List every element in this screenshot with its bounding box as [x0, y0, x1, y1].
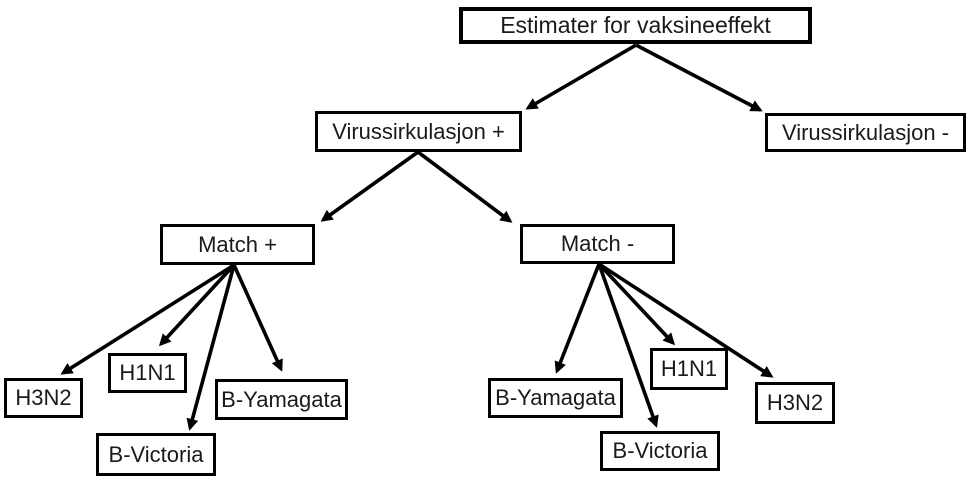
- edge-root-virus-minus: [635, 43, 763, 112]
- edge-matchminus-h3n2: [598, 262, 774, 378]
- node-match-minus-label: Match -: [560, 231, 635, 256]
- edge-matchplus-b-yamagata: [232, 264, 283, 372]
- node-match-plus: Match +: [160, 224, 315, 265]
- node-virus-circulation-minus: Virussirkulasjon -: [765, 113, 966, 152]
- node-left-b-victoria-label: B-Victoria: [108, 441, 204, 467]
- edge-virusplus-match-minus: [416, 150, 513, 223]
- node-virus-circulation-minus-label: Virussirkulasjon -: [781, 119, 950, 145]
- node-root: Estimater for vaksineeffekt: [459, 7, 812, 44]
- node-left-h1n1: H1N1: [108, 353, 187, 393]
- node-right-b-victoria: B-Victoria: [600, 431, 720, 471]
- node-left-b-victoria: B-Victoria: [96, 433, 216, 476]
- node-right-h1n1: H1N1: [650, 348, 728, 390]
- edge-matchplus-h1n1: [158, 263, 236, 347]
- node-right-h3n2-label: H3N2: [766, 390, 824, 415]
- edge-matchminus-b-victoria: [597, 263, 659, 428]
- node-left-h1n1-label: H1N1: [119, 360, 176, 385]
- edge-matchminus-h1n1: [597, 262, 676, 346]
- node-virus-circulation-plus: Virussirkulasjon +: [315, 111, 522, 152]
- node-match-minus: Match -: [520, 224, 675, 264]
- node-virus-circulation-plus-label: Virussirkulasjon +: [332, 118, 505, 144]
- node-right-b-victoria-label: B-Victoria: [612, 438, 708, 463]
- edge-virusplus-match-plus: [320, 150, 420, 222]
- edge-matchplus-b-victoria: [186, 264, 236, 431]
- node-right-h3n2: H3N2: [755, 382, 835, 424]
- node-right-b-yamagata: B-Yamagata: [488, 378, 623, 418]
- node-right-h1n1-label: H1N1: [660, 356, 718, 381]
- node-right-b-yamagata-label: B-Yamagata: [495, 385, 616, 410]
- node-left-b-yamagata: B-Yamagata: [215, 379, 348, 420]
- node-root-label: Estimater for vaksineeffekt: [500, 12, 771, 38]
- edge-root-virus-plus: [525, 43, 637, 110]
- node-left-h3n2-label: H3N2: [15, 385, 72, 410]
- edge-matchplus-h3n2: [60, 263, 235, 375]
- node-match-plus-label: Match +: [198, 231, 277, 257]
- node-left-h3n2: H3N2: [4, 378, 83, 418]
- edge-matchminus-b-yamagata: [554, 263, 601, 374]
- node-left-b-yamagata-label: B-Yamagata: [221, 386, 342, 412]
